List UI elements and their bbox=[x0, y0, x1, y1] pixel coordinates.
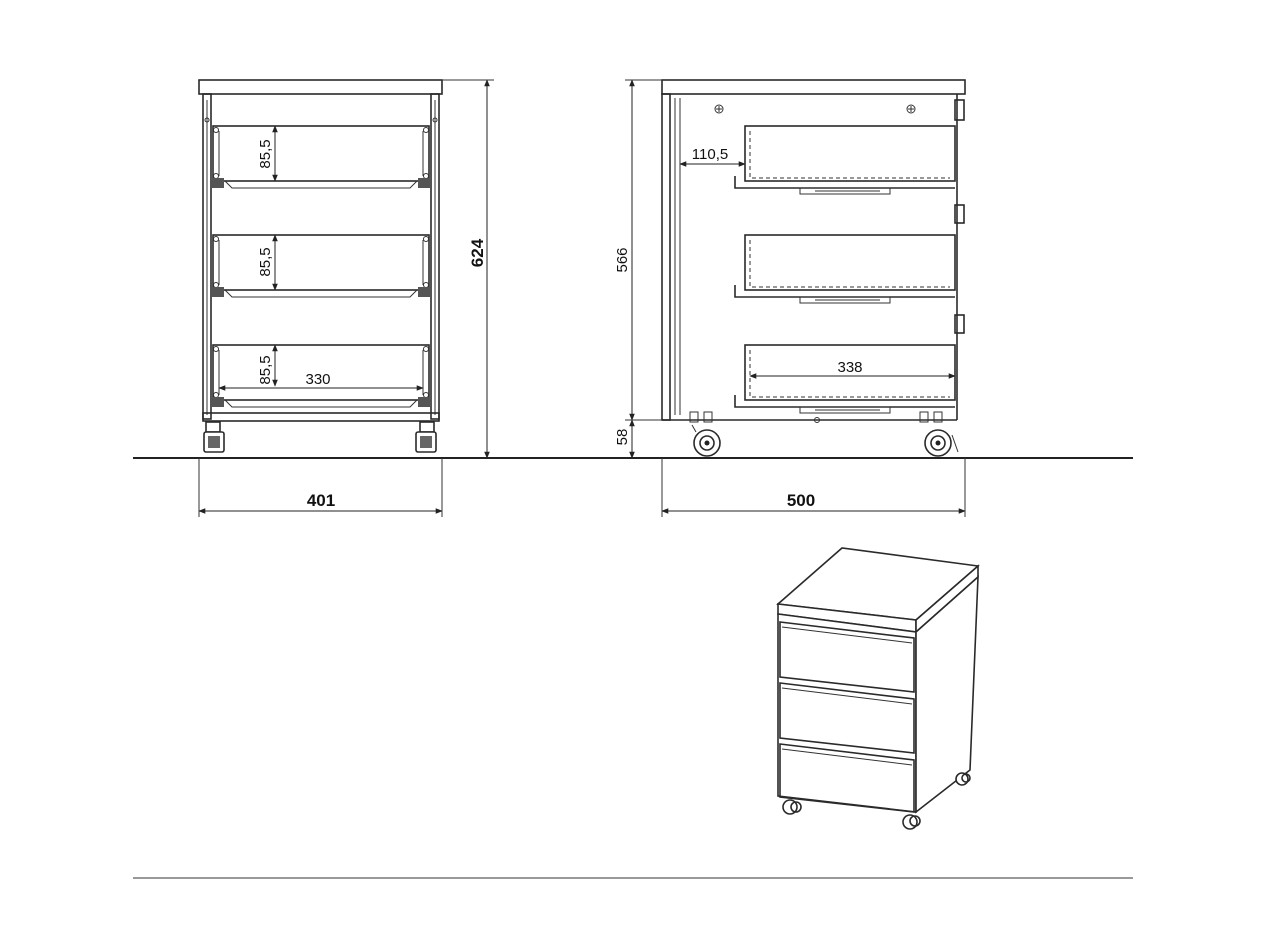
drawer-height-label-3: 85,5 bbox=[257, 355, 274, 384]
front-drawer-1 bbox=[210, 125, 432, 189]
total-height-label: 624 bbox=[468, 238, 487, 267]
front-castors bbox=[203, 421, 437, 453]
front-view: 85,5 85,5 85,5 330 624 401 bbox=[198, 79, 494, 517]
depth-label: 500 bbox=[787, 491, 815, 510]
drawer-offset-label: 110,5 bbox=[692, 146, 728, 163]
body-height-label: 566 bbox=[614, 247, 631, 272]
drawer-depth-label: 338 bbox=[837, 359, 862, 376]
side-castors bbox=[689, 411, 959, 457]
front-drawer-2 bbox=[210, 234, 432, 298]
front-drawer-3 bbox=[210, 344, 432, 408]
side-view: 110,5 338 566 58 50 bbox=[614, 79, 966, 517]
isometric-view bbox=[776, 547, 980, 830]
side-drawer-3 bbox=[734, 344, 956, 414]
side-drawer-1 bbox=[734, 125, 956, 195]
castor-height-label: 58 bbox=[614, 429, 631, 446]
side-drawer-2 bbox=[734, 234, 956, 304]
inner-width-label: 330 bbox=[305, 371, 330, 388]
drawer-height-label-1: 85,5 bbox=[257, 139, 274, 168]
drawer-height-label-2: 85,5 bbox=[257, 247, 274, 276]
width-label: 401 bbox=[307, 491, 335, 510]
